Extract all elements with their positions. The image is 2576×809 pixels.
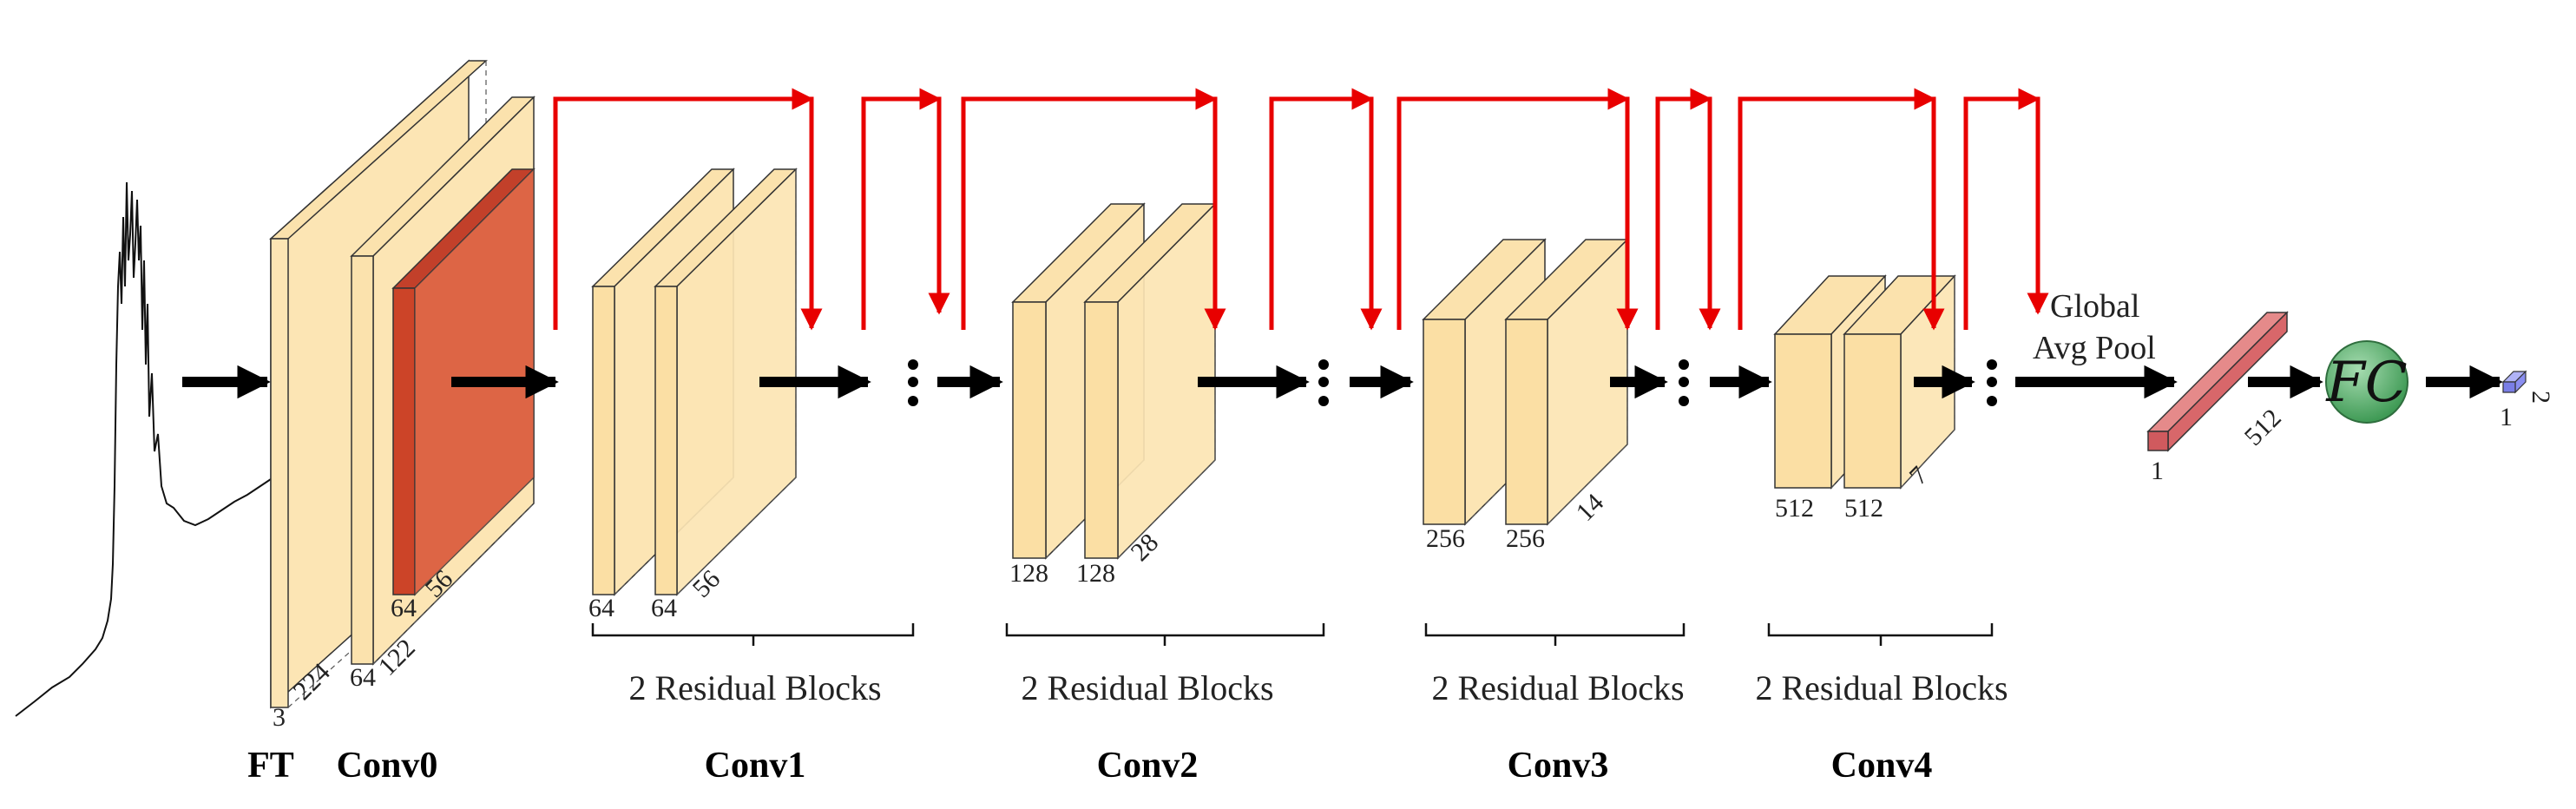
residual-label-conv3: 2 Residual Blocks	[1431, 668, 1684, 707]
dim-conv2-b: 128	[1076, 559, 1115, 588]
stage-label-conv4: Conv4	[1831, 746, 1933, 786]
dim-vector-length: 512	[2239, 404, 2287, 451]
conv2-volume-b	[1083, 202, 1217, 560]
residual-label-conv1: 2 Residual Blocks	[628, 668, 881, 707]
dim-conv4-a: 512	[1775, 494, 1814, 523]
conv3-volume-b	[1504, 238, 1629, 526]
fc-node	[2325, 340, 2408, 424]
pool-label-line2: Avg Pool	[2033, 330, 2156, 366]
dim-output-width: 1	[2500, 403, 2513, 431]
pool-label-line1: Global	[2050, 288, 2139, 325]
dim-conv1-b: 64	[651, 594, 677, 622]
output-vector	[2501, 370, 2527, 394]
skip-connections	[553, 88, 2049, 331]
ellipsis-2	[1318, 359, 1329, 406]
ellipsis-1	[908, 359, 918, 406]
brace-conv4	[1767, 623, 1994, 646]
brace-conv3	[1424, 623, 1686, 646]
fc-label: FC	[2325, 351, 2407, 415]
stage-label-conv3: Conv3	[1508, 746, 1609, 786]
stage-label-ft: FT	[247, 746, 294, 786]
dim-conv0-channels: 64	[350, 663, 376, 692]
conv1-volume-b	[654, 168, 798, 596]
stage-label-conv1: Conv1	[705, 746, 806, 786]
dim-conv4-b: 512	[1844, 494, 1883, 523]
dim-conv3-a: 256	[1426, 524, 1465, 553]
dim-conv2-a: 128	[1009, 559, 1048, 588]
brace-conv2	[1005, 623, 1325, 646]
ellipsis-3	[1679, 359, 1689, 406]
ellipsis-4	[1987, 359, 1997, 406]
dim-conv1-a: 64	[588, 594, 614, 622]
ft-spectrum-signal	[15, 181, 272, 717]
dim-vector-width: 1	[2151, 457, 2164, 485]
brace-conv1	[591, 623, 915, 646]
dim-input-channels: 3	[273, 703, 286, 732]
dim-output-length: 2	[2527, 391, 2555, 404]
dim-pool0-channels: 64	[391, 594, 417, 622]
dim-conv3-b: 256	[1506, 524, 1545, 553]
residual-label-conv2: 2 Residual Blocks	[1021, 668, 1273, 707]
stage-label-conv0: Conv0	[337, 746, 438, 786]
pooled-vector	[2146, 311, 2289, 452]
stage-label-conv2: Conv2	[1097, 746, 1199, 786]
residual-label-conv4: 2 Residual Blocks	[1755, 668, 2008, 707]
